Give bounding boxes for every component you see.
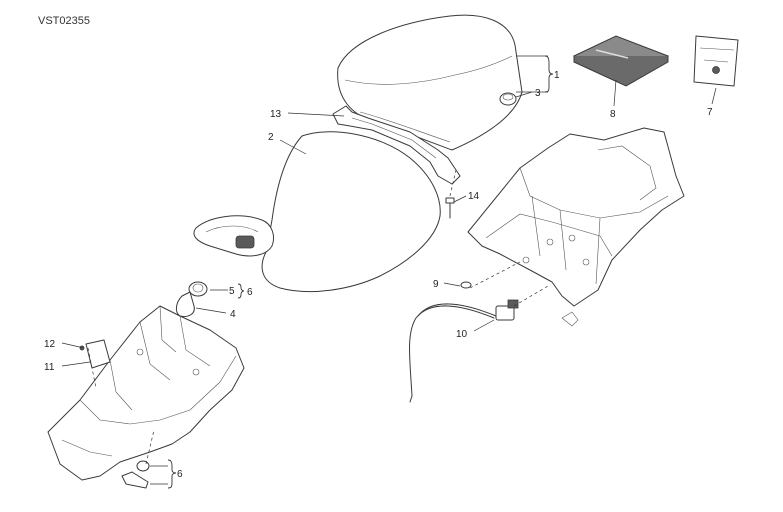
callout-14: 14 <box>468 191 480 202</box>
screw-part <box>445 197 455 219</box>
assembly-lines <box>87 169 549 465</box>
passenger-seat <box>337 14 523 151</box>
document-bag-part <box>693 35 739 87</box>
leader-lines <box>61 55 717 485</box>
under-tray <box>47 305 245 481</box>
callout-8: 8 <box>610 109 616 120</box>
callout-5: 5 <box>229 286 235 297</box>
seat-bracket <box>332 105 461 185</box>
callout-1: 1 <box>554 70 560 81</box>
brace-1 <box>544 55 554 93</box>
brace-6a <box>237 283 245 299</box>
drawing-code: VST02355 <box>38 15 90 27</box>
callout-4: 4 <box>230 309 236 320</box>
rider-seat <box>193 131 441 293</box>
keys-part <box>121 460 150 489</box>
lock-cylinder-part <box>175 281 208 317</box>
callout-6-lower: 6 <box>177 469 183 480</box>
callout-3: 3 <box>535 88 541 99</box>
callout-12: 12 <box>44 339 56 350</box>
manual-part <box>572 35 670 87</box>
callout-7: 7 <box>707 107 713 118</box>
rivet-part <box>460 281 472 289</box>
license-bracket-part <box>79 339 111 369</box>
callout-9: 9 <box>433 279 439 290</box>
grommet-part <box>499 92 517 106</box>
brace-6b <box>167 459 177 489</box>
seat-lock-cable <box>409 299 519 403</box>
callout-10: 10 <box>456 329 468 340</box>
callout-13: 13 <box>270 109 282 120</box>
callout-labels: 1 2 3 4 5 6 6 7 8 9 10 11 12 13 14 <box>44 70 713 480</box>
callout-6-upper: 6 <box>247 287 253 298</box>
callout-11: 11 <box>44 362 55 373</box>
rear-subframe <box>467 127 685 327</box>
callout-2: 2 <box>268 132 274 143</box>
